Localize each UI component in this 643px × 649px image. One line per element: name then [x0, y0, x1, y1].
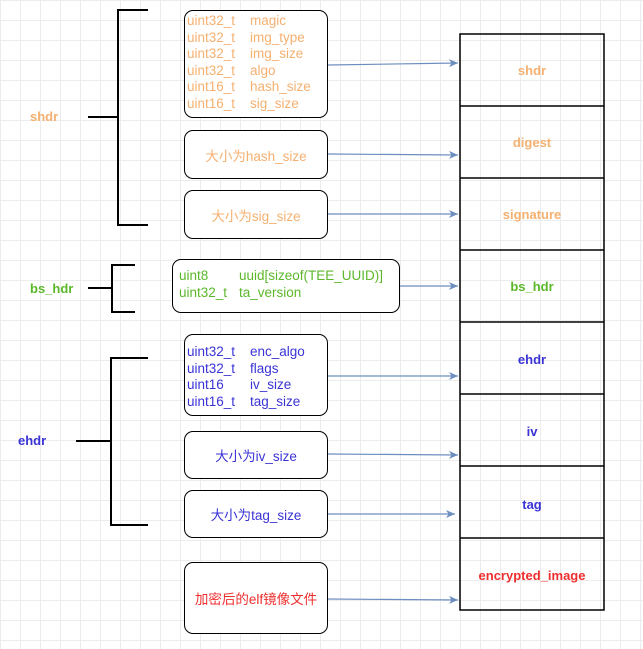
field-type: uint16_t [187, 393, 236, 409]
bs-hdr-field-row: uint32_t ta_version [179, 285, 399, 302]
bs-hdr-bracket [88, 264, 135, 313]
arrow-shdr [327, 59, 459, 68]
shdr-field-row: uint16_t sig_size [187, 96, 327, 113]
ehdr-field-row: uint16 iv_size [187, 377, 327, 394]
shdr-bracket [88, 9, 148, 226]
signature-size-box: 大小为sig_size [184, 190, 328, 239]
digest-size-box: 大小为hash_size [184, 130, 328, 179]
field-type: uint32_t [187, 360, 236, 376]
layout-cell-shdr: shdr [517, 62, 547, 78]
field-name: img_size [250, 46, 304, 61]
layout-cell-signature: signature [502, 206, 562, 222]
arrow-digest [327, 150, 459, 159]
bs-hdr-fields-box: uint8 uuid[sizeof(TEE_UUID)] uint32_t ta_v… [172, 259, 400, 313]
tag-size-box: 大小为tag_size [184, 490, 328, 538]
ehdr-field-row: uint32_t enc_algo [187, 344, 327, 361]
field-name: tag_size [250, 393, 301, 409]
shdr-field-row: uint32_t img_type [187, 30, 327, 47]
group-label-shdr: shdr [30, 109, 59, 124]
group-label-ehdr: ehdr [18, 433, 47, 448]
field-type: uint16_t [187, 95, 236, 111]
shdr-field-row: uint32_t algo [187, 63, 327, 80]
layout-cell-bs-hdr: bs_hdr [510, 278, 554, 294]
field-name: flags [250, 360, 279, 376]
ehdr-field-row: uint16_t tag_size [187, 394, 327, 411]
layout-cell-digest: digest [512, 134, 552, 150]
field-type: uint16 [187, 377, 224, 392]
shdr-field-row: uint32_t magic [187, 13, 327, 30]
encrypted-elf-box: 加密后的elf镜像文件 [184, 562, 328, 634]
iv-size-box: 大小为iv_size [184, 431, 328, 479]
field-name: magic [250, 13, 287, 28]
field-name: enc_algo [250, 344, 305, 359]
field-name: algo [250, 62, 276, 78]
arrow-iv [327, 450, 459, 459]
field-name: uuid[sizeof(TEE_UUID)] [239, 268, 384, 283]
layout-cell-ehdr: ehdr [517, 351, 547, 367]
field-name: ta_version [239, 284, 302, 300]
field-type: uint32_t [187, 344, 236, 359]
arrow-image [327, 595, 459, 604]
layout-cell-iv: iv [526, 423, 538, 439]
group-label-bs-hdr: bs_hdr [30, 281, 74, 296]
field-type: uint32_t [187, 29, 236, 45]
field-type: uint32_t [187, 13, 236, 28]
layout-cell-tag: tag [522, 496, 542, 512]
ehdr-field-row: uint32_t flags [187, 361, 327, 378]
field-type: uint32_t [179, 284, 228, 300]
field-type: uint16_t [187, 79, 236, 94]
ehdr-bracket [76, 357, 148, 526]
bs-hdr-field-row: uint8 uuid[sizeof(TEE_UUID)] [179, 268, 399, 285]
field-type: uint32_t [187, 62, 236, 78]
shdr-field-row: uint32_t img_size [187, 46, 327, 63]
field-name: sig_size [250, 95, 299, 111]
shdr-field-row: uint16_t hash_size [187, 79, 327, 96]
field-name: img_type [250, 29, 305, 45]
field-name: hash_size [250, 79, 311, 94]
field-type: uint32_t [187, 46, 236, 61]
field-name: iv_size [250, 377, 292, 392]
field-type: uint8 [179, 268, 209, 283]
layout-column [459, 33, 605, 611]
layout-cell-encrypted-image: encrypted_image [478, 567, 586, 583]
